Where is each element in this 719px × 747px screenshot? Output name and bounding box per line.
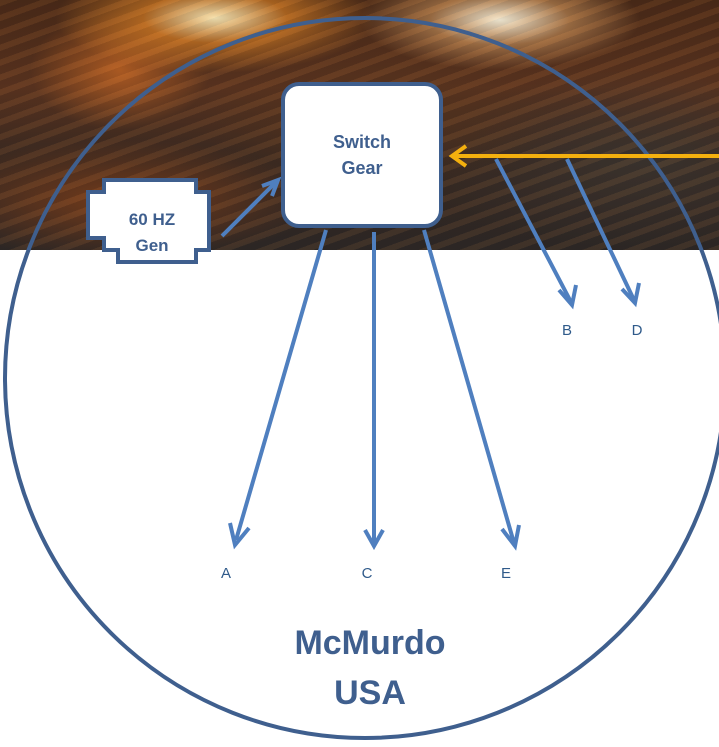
switch-gear-label: Switch Gear xyxy=(332,132,391,178)
switch-gear-box: Switch Gear xyxy=(281,82,443,228)
station-boundary-circle xyxy=(3,16,719,740)
feeder-arrowhead-a xyxy=(228,522,251,550)
feeder-arrow-a xyxy=(234,229,328,541)
site-country: USA xyxy=(334,674,406,712)
tap-arrow-d xyxy=(565,158,636,301)
site-name: McMurdo xyxy=(294,624,446,662)
tap-arrowhead-b xyxy=(557,284,578,310)
load-label-e: E xyxy=(500,565,511,582)
generator-feed-arrowhead xyxy=(261,176,282,197)
load-label-c: C xyxy=(361,565,373,582)
generator-shape xyxy=(86,178,211,264)
feeder-arrow-e xyxy=(422,229,516,544)
incoming-feed-arrowhead xyxy=(448,144,468,168)
feeder-arrowhead-e xyxy=(500,524,521,551)
tap-arrowhead-d xyxy=(620,282,641,308)
generator-feed-arrow xyxy=(220,180,278,238)
tap-arrow-b xyxy=(494,158,573,303)
load-label-d: D xyxy=(631,322,643,339)
feeder-arrowhead-c xyxy=(363,529,385,551)
load-label-a: A xyxy=(220,565,231,582)
load-label-b: B xyxy=(561,322,572,339)
generator-label: 60 HZ Gen xyxy=(128,210,176,255)
